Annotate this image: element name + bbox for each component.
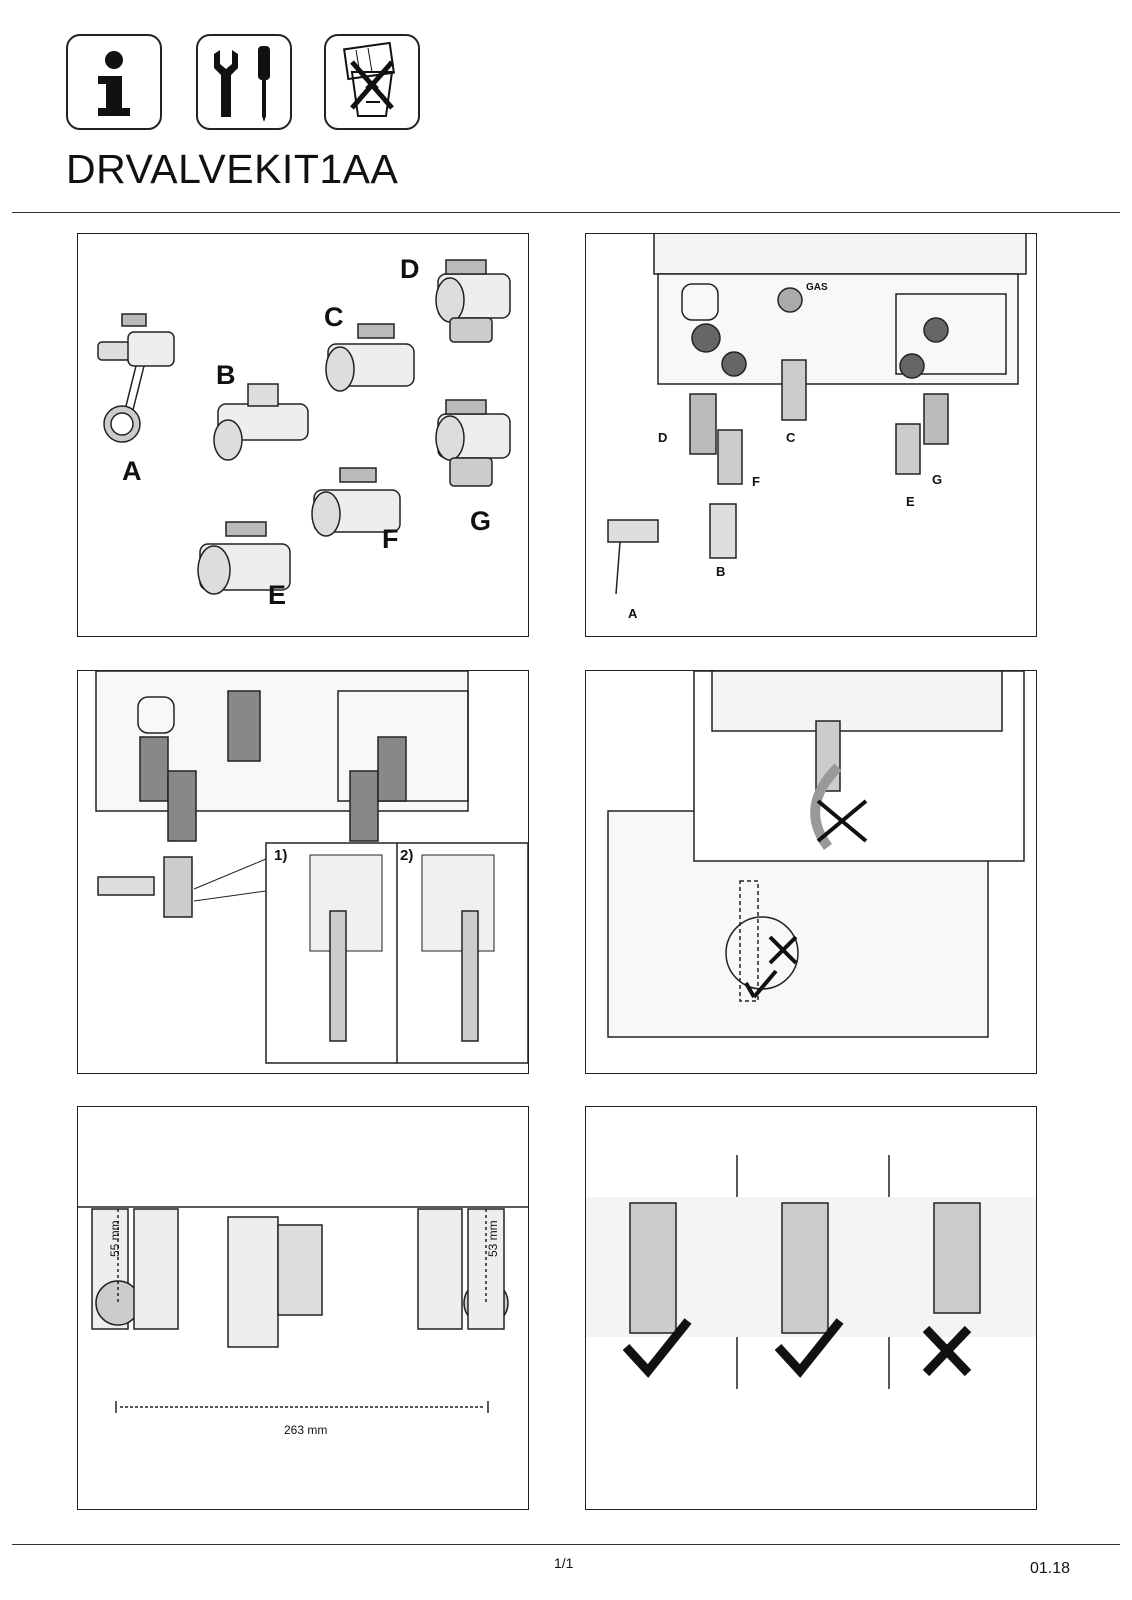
label-e: E	[268, 580, 287, 610]
label-g: G	[932, 472, 943, 487]
document-date: 01.18	[1030, 1560, 1071, 1577]
label-e: E	[906, 494, 915, 509]
part-e-valve	[197, 521, 291, 595]
part-f-valve	[311, 467, 401, 537]
left-height-dimension: 55 mm	[108, 1220, 122, 1257]
part-b-tee	[213, 383, 309, 461]
label-a: A	[628, 606, 638, 621]
part-a-drain-valve	[97, 313, 175, 443]
part-g-valve	[435, 399, 511, 487]
label-g: G	[470, 506, 492, 536]
label-c: C	[786, 430, 796, 445]
label-d: D	[658, 430, 668, 445]
panel-installation: GAS D C F E G B A	[585, 233, 1037, 637]
width-dimension: 263 mm	[284, 1423, 328, 1437]
panel-orientation	[585, 670, 1037, 1074]
label-b: B	[216, 360, 236, 390]
tools-icon	[196, 34, 292, 130]
header-divider	[12, 212, 1120, 213]
label-c: C	[324, 302, 344, 332]
document-title: DRVALVEKIT1AA	[66, 146, 399, 192]
part-c-valve	[325, 323, 415, 392]
info-icon	[66, 34, 162, 130]
part-d-valve	[435, 259, 511, 343]
footer-divider	[12, 1544, 1120, 1545]
panel-dimensions: 263 mm 55 mm 53 mm	[77, 1106, 529, 1510]
panel-drain-connection: 1) 2)	[77, 670, 529, 1074]
page-number: 1/1	[554, 1555, 574, 1571]
panel-parts-overview: A B C D E F G	[77, 233, 529, 637]
panel-correct-incorrect	[585, 1106, 1037, 1510]
label-f: F	[382, 524, 399, 554]
label-d: D	[400, 254, 420, 284]
label-b: B	[716, 564, 726, 579]
right-height-dimension: 53 mm	[486, 1220, 500, 1257]
no-waste-icon	[324, 34, 420, 130]
gas-label: GAS	[806, 282, 828, 293]
step-1-label: 1)	[274, 847, 288, 864]
step-2-label: 2)	[400, 847, 414, 864]
label-a: A	[122, 456, 142, 486]
label-f: F	[752, 474, 760, 489]
